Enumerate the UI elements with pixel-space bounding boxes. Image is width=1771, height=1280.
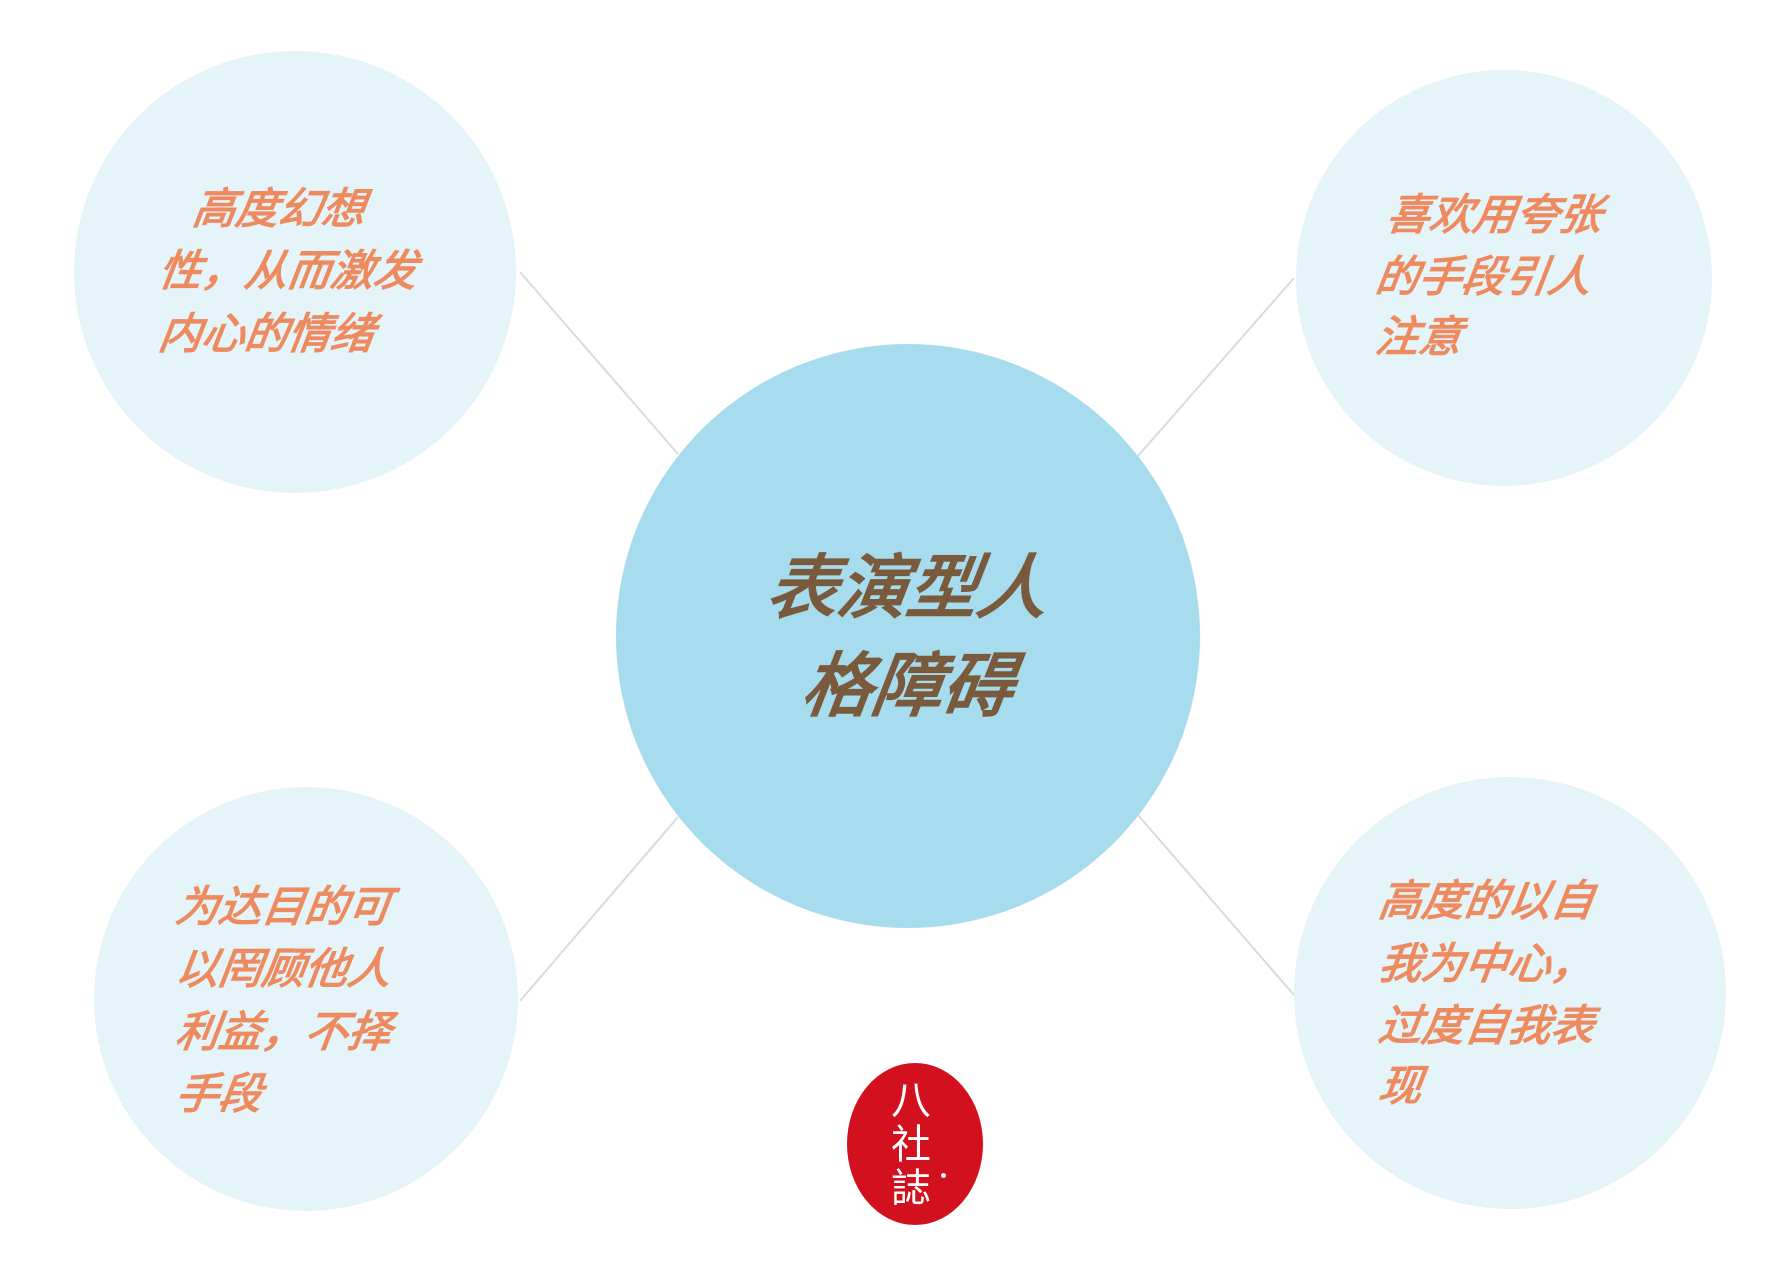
connector-top-left [519,271,679,455]
logo: 八 社 誌 [847,1063,983,1225]
logo-char: 社 [891,1122,931,1168]
logo-dot [941,1173,946,1178]
node-text-line: 性，从而激发 [155,246,421,297]
node-text-line: 手段 [172,1069,266,1120]
node-top-left [74,51,516,493]
center-title-line: 格障碍 [797,645,1019,727]
node-text-line: 现 [1375,1061,1426,1112]
node-text-line: 内心的情绪 [155,309,378,360]
node-text-line: 利益，不择 [172,1007,395,1058]
center-node [616,344,1200,928]
node-bottom-right [1294,777,1726,1209]
node-text-line: 喜欢用夸张 [1383,190,1606,241]
node-text-line: 为达目的可 [172,882,395,933]
node-text-line: 高度幻想 [189,184,369,235]
center-title-line: 表演型人 [762,547,1054,629]
node-text-line: 过度自我表 [1375,1001,1598,1052]
node-text-line: 注意 [1372,312,1466,363]
node-top-right [1296,70,1712,486]
logo-char: 八 [891,1078,931,1124]
node-bottom-left [94,787,518,1211]
node-text-line: 以罔顾他人 [172,944,395,995]
connector-top-right [1137,277,1295,457]
connector-bottom-left [519,816,679,1002]
logo-char: 誌 [891,1166,931,1212]
node-text-line: 的手段引人 [1372,252,1595,303]
connector-bottom-right [1137,814,1295,996]
node-text-line: 我为中心， [1375,939,1598,990]
node-text-line: 高度的以自 [1375,876,1598,927]
